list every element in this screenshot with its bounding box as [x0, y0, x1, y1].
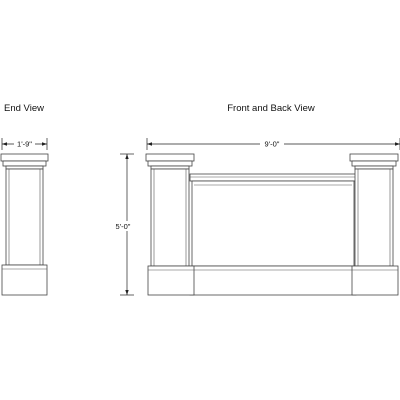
end-view-width-label: 1'-9" [17, 140, 32, 149]
wall-panel [191, 180, 355, 267]
left-pillar [145, 153, 195, 296]
center-wall [189, 173, 357, 296]
dim-label-backdrop [14, 139, 35, 148]
end-view-title: End View [4, 103, 44, 114]
front-back-height-dimension: 5'-0" [110, 153, 136, 296]
pillar-cap-top [0, 153, 49, 162]
dim-arrow-left [147, 142, 152, 146]
dim-arrow-left [2, 142, 7, 146]
right-pillar [349, 153, 399, 296]
pillar-base [351, 265, 399, 296]
pillar-cap-bottom [5, 165, 44, 170]
pillar-cap-top [145, 153, 195, 162]
wall-coping [189, 173, 357, 182]
end-view-width-dimension: 1'-9" [1, 138, 48, 150]
pillar-cap-top [349, 153, 399, 162]
front-back-view: Front and Back View 9'-0" 5'-0" [110, 103, 400, 296]
front-back-length-dimension: 9'-0" [146, 138, 400, 150]
pillar-base [147, 265, 195, 296]
end-view: End View 1'-9" [0, 103, 49, 296]
dim-arrow-bottom [125, 290, 129, 295]
front-back-length-label: 9'-0" [265, 140, 280, 149]
dim-label-backdrop [260, 139, 284, 148]
dim-arrow-right [42, 142, 47, 146]
dim-arrow-right [395, 142, 400, 146]
pillar-shaft [150, 168, 190, 267]
pillar-cap-middle [147, 160, 193, 167]
dim-arrow-top [125, 154, 129, 159]
pillar-base [1, 264, 48, 296]
pillar-shaft [354, 168, 394, 267]
pillar-cap-bottom [150, 165, 190, 170]
pillar-cap-bottom [354, 165, 394, 170]
pillar-cap-middle [351, 160, 397, 167]
front-back-view-title: Front and Back View [227, 103, 315, 114]
pillar-cap-middle [2, 160, 47, 167]
dim-label-backdrop [110, 221, 136, 231]
wall-base [189, 265, 357, 296]
end-view-pillar [0, 153, 49, 296]
front-back-height-label: 5'-0" [116, 222, 131, 231]
pillar-shaft [5, 168, 44, 266]
